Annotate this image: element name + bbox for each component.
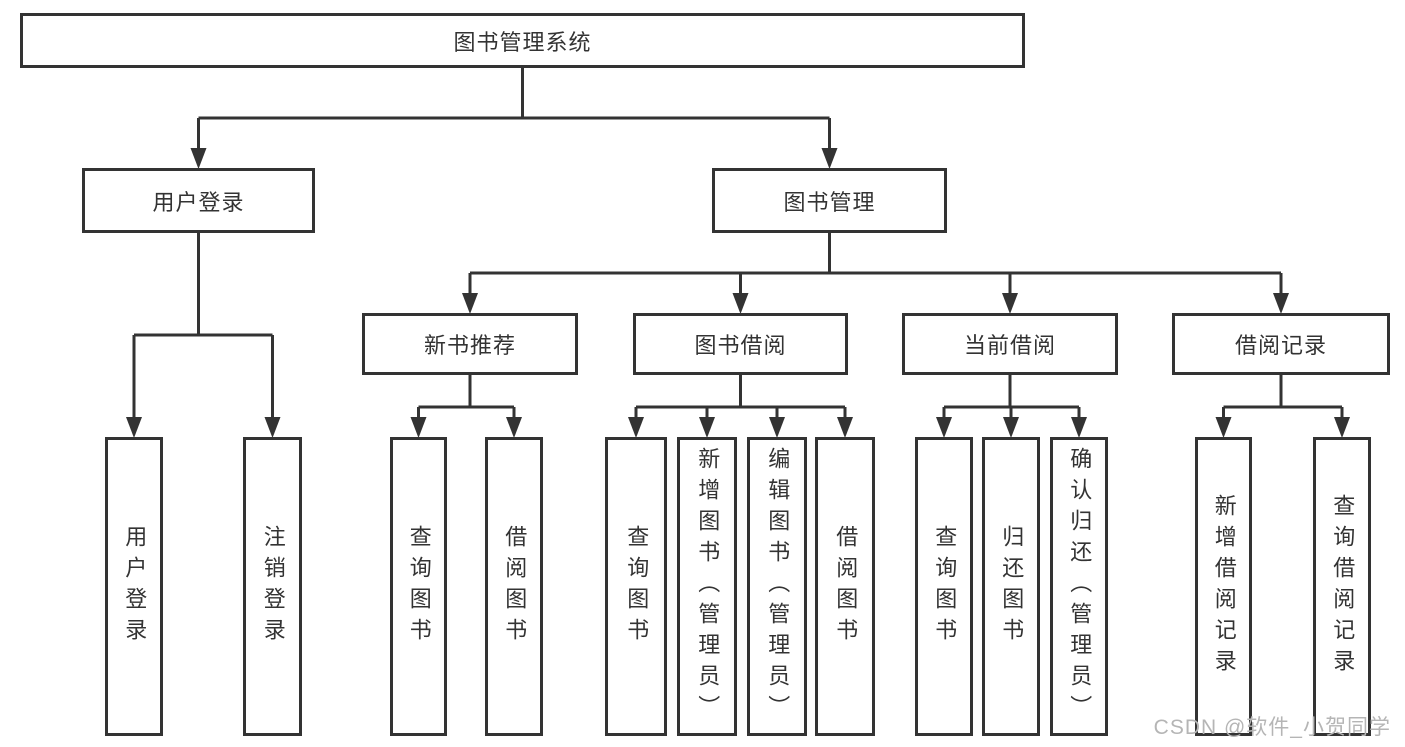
node-current: 当前借阅 [902,313,1118,375]
node-borrow_3: 编辑图书（管理员） [747,437,807,736]
arrowhead-icon [821,148,838,169]
node-current_3: 确认归还（管理员） [1050,437,1108,736]
node-label: 新书推荐 [423,333,516,358]
arrowhead-icon [126,417,142,438]
node-label: 注销登录 [260,524,286,649]
arrowhead-icon [699,417,715,438]
node-login_2: 注销登录 [243,437,302,736]
arrowhead-icon [732,293,749,314]
watermark: CSDN @软件_小贺同学 [1153,716,1391,739]
node-label: 借阅图书 [833,524,859,649]
node-borrow_4: 借阅图书 [815,437,875,736]
arrowhead-icon [1003,417,1019,438]
node-record: 借阅记录 [1172,313,1390,375]
node-newbook_2: 借阅图书 [485,437,543,736]
arrowhead-icon [410,417,427,438]
node-label: 用户登录 [122,524,148,649]
arrowhead-icon [264,417,281,438]
arrowhead-icon [1071,417,1087,438]
arrowhead-icon [936,417,952,438]
node-label: 新增图书（管理员） [695,447,721,726]
node-label: 查询图书 [932,524,958,649]
node-current_1: 查询图书 [915,437,973,736]
node-label: 确认归还（管理员） [1067,447,1093,726]
node-label: 当前借阅 [963,333,1056,358]
node-borrow_1: 查询图书 [605,437,667,736]
arrowhead-icon [1334,417,1350,438]
node-label: 借阅图书 [502,524,528,649]
node-login: 用户登录 [82,168,315,233]
node-current_2: 归还图书 [982,437,1040,736]
node-label: 借阅记录 [1234,333,1327,358]
arrowhead-icon [769,417,785,438]
node-label: 用户登录 [152,189,245,215]
node-label: 图书管理 [783,189,876,215]
node-record_1: 新增借阅记录 [1195,437,1252,736]
arrowhead-icon [506,417,522,438]
arrowhead-icon [462,293,478,314]
node-mgmt: 图书管理 [712,168,947,233]
node-label: 查询图书 [624,524,650,649]
node-root: 图书管理系统 [20,13,1025,68]
node-label: 编辑图书（管理员） [765,447,791,726]
node-label: 新增借阅记录 [1211,493,1237,680]
node-label: 归还图书 [999,524,1025,649]
node-newbook_1: 查询图书 [390,437,447,736]
arrowhead-icon [190,148,207,169]
node-label: 图书借阅 [694,333,787,358]
node-login_1: 用户登录 [105,437,163,736]
node-label: 图书管理系统 [453,29,592,55]
node-label: 查询借阅记录 [1330,493,1356,680]
arrowhead-icon [628,417,644,438]
arrowhead-icon [1215,417,1232,438]
arrowhead-icon [837,417,853,438]
arrowhead-icon [1273,293,1289,314]
arrowhead-icon [1002,293,1018,314]
node-borrow_2: 新增图书（管理员） [677,437,737,736]
node-borrow: 图书借阅 [633,313,848,375]
node-label: 查询图书 [406,524,432,649]
node-newbook: 新书推荐 [362,313,578,375]
node-record_2: 查询借阅记录 [1313,437,1371,736]
